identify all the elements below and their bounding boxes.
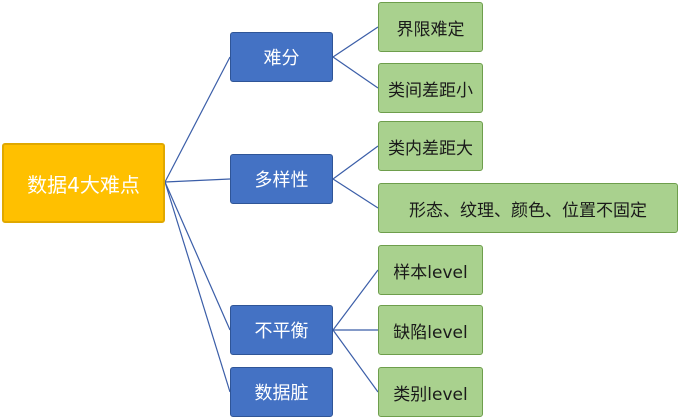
category-nanfen-label: 难分 (263, 48, 300, 69)
category-bupingheng: 不平衡 (230, 305, 333, 355)
edge-nanfen-leaf-2 (332, 56, 379, 89)
category-bupingheng-label: 不平衡 (254, 321, 309, 342)
leaf-label: 缺陷level (393, 322, 468, 343)
edge-root-nanfen (164, 56, 231, 183)
leaf-label: 类别level (393, 384, 468, 405)
leaf-label: 形态、纹理、颜色、位置不固定 (409, 200, 647, 221)
leaf-xingtai-wenli-yanse-weizhi: 形态、纹理、颜色、位置不固定 (378, 183, 678, 233)
category-duoyangxing-label: 多样性 (254, 170, 309, 191)
leaf-quexian-level: 缺陷level (378, 305, 483, 355)
leaf-label: 界限难定 (396, 19, 465, 40)
edge-bupingheng-leaf-1 (332, 269, 379, 331)
edge-root-bupingheng (164, 181, 231, 331)
leaf-yangben-level: 样本level (378, 245, 483, 295)
leaf-leijianchajuxiao: 类间差距小 (378, 63, 483, 113)
category-shujuzang-label: 数据脏 (254, 383, 309, 404)
leaf-label: 类间差距小 (388, 80, 473, 101)
category-nanfen: 难分 (230, 32, 333, 82)
category-shujuzang: 数据脏 (230, 367, 333, 417)
leaf-jiexiannanding: 界限难定 (378, 2, 483, 52)
root-label: 数据4大难点 (27, 172, 140, 197)
edge-nanfen-leaf-1 (332, 26, 379, 58)
edge-bupingheng-leaf-3 (332, 329, 379, 393)
leaf-label: 类内差距大 (388, 138, 473, 159)
root-node: 数据4大难点 (2, 143, 165, 223)
edge-duoyangxing-leaf-1 (332, 145, 379, 180)
leaf-label: 样本level (393, 262, 468, 283)
leaf-leibie-level: 类别level (378, 367, 483, 417)
edge-root-duoyangxing (164, 178, 231, 183)
edge-duoyangxing-leaf-2 (332, 178, 379, 209)
edge-root-shujuzang (164, 181, 231, 393)
leaf-leineichajuda: 类内差距大 (378, 121, 483, 171)
category-duoyangxing: 多样性 (230, 154, 333, 204)
